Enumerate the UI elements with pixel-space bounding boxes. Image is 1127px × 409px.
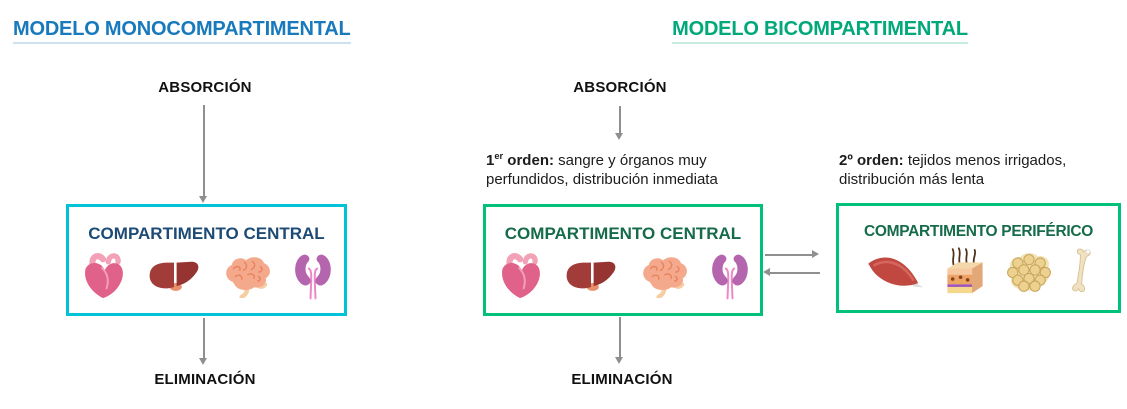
monocompartmental-model-title-text: MODELO MONOCOMPARTIMENTAL <box>13 18 351 44</box>
heart-icon <box>501 253 540 299</box>
bicompartmental-model-title: MODELO BICOMPARTIMENTAL <box>600 18 1040 44</box>
adipose-tissue-icon <box>1007 252 1051 292</box>
muscle-icon <box>866 257 924 288</box>
bone-icon <box>1072 248 1091 293</box>
first-order-text: sangre y órganos muy perfundidos, distri… <box>486 152 718 188</box>
first-order-note: 1er orden: sangre y órganos muy perfundi… <box>486 151 750 189</box>
first-order-superscript: er <box>494 151 504 161</box>
right-central-compartment-title: COMPARTIMENTO CENTRAL <box>504 224 742 243</box>
skin-icon <box>947 247 983 294</box>
first-order-number: 1 <box>486 152 495 169</box>
right-elimination-arrow <box>615 317 623 364</box>
monocompartmental-model-title: MODELO MONOCOMPARTIMENTAL <box>13 18 351 44</box>
second-order-text: tejidos menos irrigados, distribución má… <box>839 152 1067 188</box>
peripheral-tissue-icons-row <box>865 247 1092 297</box>
peripheral-compartment-title: COMPARTIMENTO PERIFÉRICO <box>863 223 1094 240</box>
right-central-compartment-box: COMPARTIMENTO CENTRAL <box>483 204 763 316</box>
brain-icon <box>226 256 270 298</box>
right-absorption-label: ABSORCIÓN <box>573 79 667 96</box>
left-elimination-arrow <box>199 318 207 365</box>
central-to-peripheral-arrow <box>765 250 819 257</box>
kidneys-icon <box>295 254 331 300</box>
left-central-compartment-title: COMPARTIMENTO CENTRAL <box>88 224 325 243</box>
right-elimination-label: ELIMINACIÓN <box>571 371 673 388</box>
liver-icon <box>149 261 199 291</box>
right-absorption-arrow <box>615 106 623 140</box>
kidneys-icon <box>711 254 748 300</box>
liver-icon <box>566 261 615 291</box>
second-order-note: 2º orden: tejidos menos irrigados, distr… <box>839 152 1107 189</box>
first-order-bold-label: orden: <box>503 152 554 169</box>
brain-icon <box>642 256 687 298</box>
second-order-bold-label: 2º orden: <box>839 152 904 169</box>
bicompartmental-model-title-text: MODELO BICOMPARTIMENTAL <box>672 18 968 44</box>
right-organ-icons-row <box>497 251 750 301</box>
peripheral-compartment-box: COMPARTIMENTO PERIFÉRICO <box>836 203 1121 313</box>
left-elimination-label: ELIMINACIÓN <box>154 371 256 388</box>
left-organ-icons-row <box>80 251 333 301</box>
left-absorption-label: ABSORCIÓN <box>158 79 252 96</box>
peripheral-to-central-arrow <box>763 268 820 275</box>
left-central-compartment-box: COMPARTIMENTO CENTRAL <box>66 204 347 316</box>
left-absorption-arrow <box>199 105 207 203</box>
heart-icon <box>85 253 123 299</box>
